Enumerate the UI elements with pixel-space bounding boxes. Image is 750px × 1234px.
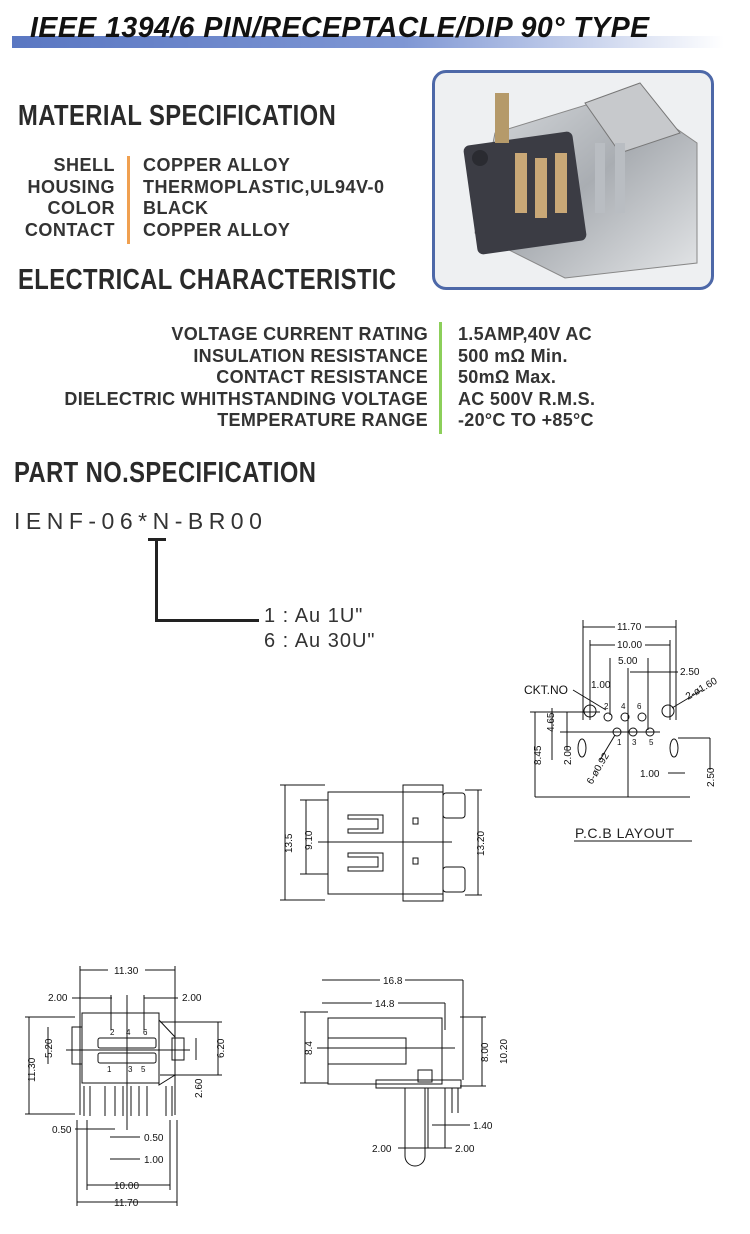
- pcb-dim: 1.00: [591, 680, 611, 691]
- front-view-dim: 6.20: [216, 1038, 227, 1058]
- pcb-layout-drawing: 11.70 10.00 5.00 2.50 1.00 2-ø1.60 4.65 …: [524, 620, 720, 842]
- product-photo: [432, 70, 714, 290]
- pin-number: 3: [632, 738, 637, 747]
- pcb-dim: 11.70: [617, 622, 642, 633]
- part-number: IENF-06*N-BR00: [14, 508, 268, 534]
- front-view-dim: 10.00: [114, 1181, 139, 1192]
- pcb-caption: P.C.B LAYOUT: [575, 825, 675, 841]
- side-view-dim: 8.00: [480, 1042, 491, 1062]
- pcb-dim: 6-ø0.92: [585, 751, 612, 787]
- side-view-dim: 16.8: [383, 976, 403, 987]
- side-view-dim: 14.8: [375, 999, 395, 1010]
- pcb-dim: 5.00: [618, 656, 638, 667]
- front-view-dim: 11.30: [27, 1057, 38, 1082]
- pin-number: 5: [649, 738, 654, 747]
- pin-number: 4: [126, 1028, 131, 1037]
- part-heading: PART NO.SPECIFICATION: [14, 457, 317, 489]
- part-leader-horizontal: [155, 619, 259, 622]
- material-label: COLOR: [47, 198, 115, 218]
- material-value: THERMOPLASTIC,UL94V-0: [143, 176, 385, 197]
- front-view-dim: 11.70: [114, 1198, 139, 1209]
- pcb-dim: 10.00: [617, 640, 642, 651]
- material-values: COPPER ALLOY THERMOPLASTIC,UL94V-0 BLACK…: [143, 155, 385, 241]
- pin-number: 5: [141, 1065, 146, 1074]
- front-view-dim: 2.60: [194, 1078, 205, 1098]
- electrical-label: CONTACT RESISTANCE: [216, 367, 428, 387]
- title-bar: [12, 36, 724, 48]
- top-view-dim: 13.5: [284, 833, 295, 853]
- electrical-label: DIELECTRIC WHITHSTANDING VOLTAGE: [64, 388, 428, 409]
- pcb-dim: 2.00: [563, 745, 574, 765]
- front-view-drawing: 11.30 2.00 2.00 11.30 5.20 6.20 2.60 0.5…: [25, 966, 227, 1209]
- electrical-label: INSULATION RESISTANCE: [193, 345, 428, 366]
- electrical-divider: [439, 322, 442, 434]
- pin-number: 2: [110, 1028, 115, 1037]
- front-view-dim: 1.00: [144, 1155, 164, 1166]
- electrical-heading: ELECTRICAL CHARACTERISTIC: [18, 264, 397, 296]
- material-value: BLACK: [143, 198, 209, 218]
- material-labels: SHELL HOUSING COLOR CONTACT: [0, 155, 115, 241]
- pin-number: 3: [128, 1065, 133, 1074]
- material-divider: [127, 156, 130, 244]
- electrical-label: TEMPERATURE RANGE: [217, 410, 428, 430]
- side-view-dim: 2.00: [372, 1144, 392, 1155]
- pin-number: 6: [637, 702, 642, 711]
- electrical-values: 1.5AMP,40V AC 500 mΩ Min. 50mΩ Max. AC 5…: [458, 324, 595, 432]
- pin-number: 1: [107, 1065, 112, 1074]
- part-option: 1 : Au 1U": [264, 605, 364, 627]
- pcb-dim: 2.50: [706, 767, 717, 787]
- pcb-dim: 2.50: [680, 667, 700, 678]
- pcb-dim: 1.00: [640, 769, 660, 780]
- pcb-dim: 2-ø1.60: [684, 676, 720, 703]
- part-option-marker: [148, 538, 166, 541]
- pcb-ckt-label: CKT.NO: [524, 683, 568, 697]
- front-view-dim: 11.30: [114, 966, 139, 977]
- side-view-dim: 2.00: [455, 1144, 475, 1155]
- material-value: COPPER ALLOY: [143, 219, 291, 240]
- side-view-dim: 8.4: [304, 1041, 315, 1055]
- pin-number: 1: [617, 738, 622, 747]
- pcb-dim: 4.65: [546, 712, 557, 732]
- side-view-dim: 10.20: [499, 1039, 510, 1064]
- electrical-value: 500 mΩ Min.: [458, 345, 568, 366]
- page-title: IEEE 1394/6 PIN/RECEPTACLE/DIP 90° TYPE: [30, 12, 650, 44]
- electrical-value: -20°C TO +85°C: [458, 410, 594, 430]
- front-view-dim: 2.00: [48, 993, 68, 1004]
- side-view-drawing: 16.8 14.8 8.4 8.00 10.20 1.40 2.00 2.00: [300, 976, 510, 1167]
- material-label: CONTACT: [24, 219, 115, 240]
- front-view-dim: 0.50: [144, 1133, 164, 1144]
- front-view-dim: 5.20: [44, 1038, 55, 1058]
- electrical-labels: VOLTAGE CURRENT RATING INSULATION RESIST…: [0, 324, 428, 432]
- pin-number: 2: [604, 702, 609, 711]
- electrical-value: 1.5AMP,40V AC: [458, 324, 592, 344]
- electrical-label: VOLTAGE CURRENT RATING: [171, 324, 428, 344]
- front-view-dim: 2.00: [182, 993, 202, 1004]
- electrical-value: 50mΩ Max.: [458, 367, 557, 387]
- material-heading: MATERIAL SPECIFICATION: [18, 100, 337, 132]
- material-value: COPPER ALLOY: [143, 155, 291, 175]
- part-options: 1 : Au 1U" 6 : Au 30U": [264, 604, 376, 654]
- side-view-dim: 1.40: [473, 1121, 493, 1132]
- pin-number: 4: [621, 702, 626, 711]
- part-option: 6 : Au 30U": [264, 630, 376, 652]
- pcb-dim: 8.45: [533, 745, 544, 765]
- electrical-value: AC 500V R.M.S.: [458, 388, 596, 409]
- part-leader-vertical: [155, 540, 158, 622]
- top-view-drawing: 13.5 9.10 13.20: [280, 784, 487, 902]
- pin-number: 6: [143, 1028, 148, 1037]
- material-label: SHELL: [53, 155, 115, 175]
- material-label: HOUSING: [27, 176, 115, 197]
- front-view-dim: 0.50: [52, 1125, 72, 1136]
- top-view-dim: 9.10: [304, 830, 315, 850]
- top-view-dim: 13.20: [476, 831, 487, 856]
